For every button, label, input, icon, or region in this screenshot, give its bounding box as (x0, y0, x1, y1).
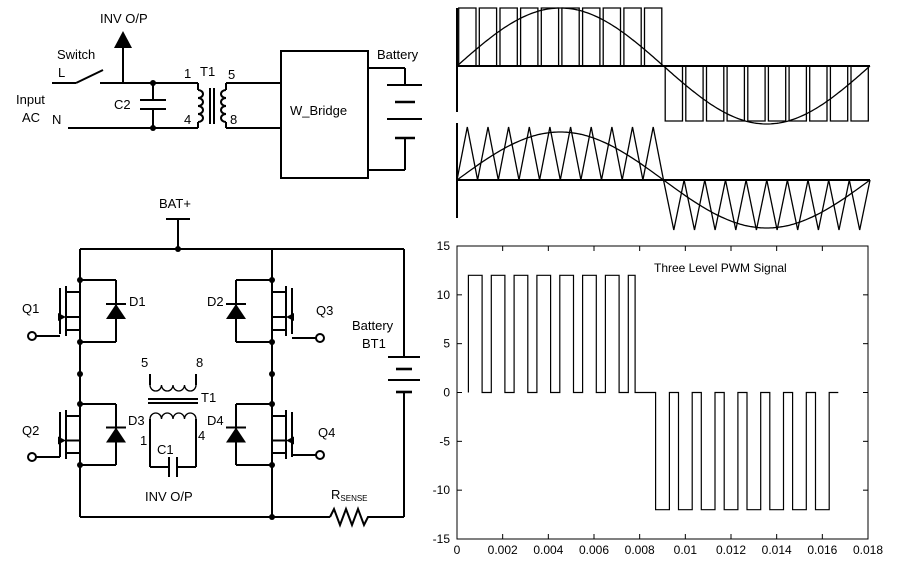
x-tick-label: 0.016 (807, 543, 837, 557)
node-bottom-right (269, 514, 275, 520)
mosfet-q1 (27, 279, 126, 343)
mosfet-q2 (27, 403, 126, 466)
spwm-1-sine (456, 7, 871, 125)
diode-triangle-icon (106, 304, 126, 319)
y-tick-label: -10 (433, 483, 451, 497)
rsense-subscript: SENSE (340, 494, 367, 503)
bridge-inv-op-label: INV O/P (145, 489, 193, 504)
t1-secondary-coil (220, 89, 227, 123)
c2-label: C2 (114, 97, 131, 112)
q1-label: Q1 (22, 301, 39, 316)
chart-title: Three Level PWM Signal (654, 261, 787, 275)
t1-label: T1 (200, 64, 215, 79)
t1-pin1-label: 1 (184, 66, 191, 81)
bridge-t1-pin1-label: 1 (140, 433, 147, 448)
x-tick-label: 0.006 (579, 543, 609, 557)
d1-label: D1 (129, 294, 146, 309)
bridge-t1-pin4-label: 4 (198, 428, 205, 443)
mosfet-q4 (226, 403, 325, 466)
y-tick-label: 5 (443, 337, 450, 351)
d3-label: D3 (128, 413, 145, 428)
input-label: Input (16, 92, 45, 107)
diode-triangle-icon (106, 427, 126, 443)
x-tick-label: 0 (454, 543, 461, 557)
block-diagram: INV O/P Switch L Input AC N C2 1 4 T1 (16, 11, 422, 179)
x-tick-label: 0.014 (762, 543, 792, 557)
bridge-t1-pin8-label: 8 (196, 355, 203, 370)
spwm-waveforms (456, 7, 871, 231)
t1-pin8-label: 8 (230, 112, 237, 127)
y-tick-label: -15 (433, 532, 451, 546)
fet-arrow-icon (58, 436, 66, 445)
x-tick-label: 0.004 (533, 543, 563, 557)
n-label: N (52, 112, 61, 127)
node-left-mid (77, 371, 83, 377)
y-tick-label: -5 (439, 434, 450, 448)
mosfet-q3 (226, 279, 325, 343)
inv-op-label: INV O/P (100, 11, 148, 26)
x-tick-label: 0.008 (625, 543, 655, 557)
diode-triangle-icon (226, 427, 246, 443)
node-right-mid (269, 371, 275, 377)
x-tick-label: 0.01 (674, 543, 698, 557)
q3-label: Q3 (316, 303, 333, 318)
fet-arrow-icon (286, 436, 294, 445)
spwm-plot-1 (456, 7, 871, 125)
y-tick-label: 15 (437, 239, 451, 253)
t1-primary-coil (197, 89, 204, 123)
rsense-resistor (329, 506, 372, 528)
w-bridge-box (280, 50, 369, 179)
gate-terminal-icon (315, 333, 325, 343)
gate-terminal-icon (27, 452, 37, 462)
switch-blade (75, 69, 104, 84)
fet-arrow-icon (286, 313, 294, 321)
q4-label: Q4 (318, 425, 335, 440)
ac-label: AC (22, 110, 40, 125)
battery-bt1-label: Battery (352, 318, 394, 333)
x-tick-label: 0.018 (853, 543, 883, 557)
t1-pin4-label: 4 (184, 112, 191, 127)
bridge-t1-primary-coil (149, 384, 197, 392)
h-bridge-schematic: BAT+ Q1 D1 D2 Q3 Q2 D3 D4 (22, 196, 420, 528)
bat-plus-label: BAT+ (159, 196, 191, 211)
inv-op-arrow-icon (114, 31, 132, 48)
battery-label: Battery (377, 47, 419, 62)
x-tick-label: 0.002 (488, 543, 518, 557)
switch-label: Switch (57, 47, 95, 62)
bt1-label: BT1 (362, 336, 386, 351)
diode-triangle-icon (226, 304, 246, 319)
gate-terminal-icon (27, 331, 37, 341)
y-tick-label: 0 (443, 386, 450, 400)
rsense-label: RSENSE (331, 487, 368, 503)
spwm-1-pulses (458, 7, 869, 122)
x-tick-label: 0.012 (716, 543, 746, 557)
three-level-pwm-series (467, 274, 839, 511)
bridge-t1-secondary-coil (149, 412, 197, 420)
w-bridge-label: W_Bridge (290, 103, 347, 118)
c1-label: C1 (157, 442, 174, 457)
bridge-t1-pin5-label: 5 (141, 355, 148, 370)
bridge-t1-label: T1 (201, 390, 216, 405)
spwm-plot-2 (456, 123, 871, 231)
switch-l-label: L (58, 65, 65, 80)
gate-terminal-icon (315, 450, 325, 460)
rsense-r: R (331, 487, 340, 502)
q2-label: Q2 (22, 423, 39, 438)
chart-series (467, 274, 839, 511)
fet-arrow-icon (58, 313, 66, 321)
t1-pin5-label: 5 (228, 67, 235, 82)
y-tick-label: 10 (437, 288, 451, 302)
d4-label: D4 (207, 413, 224, 428)
d2-label: D2 (207, 294, 224, 309)
spwm-2-triangle-carrier (456, 126, 871, 231)
